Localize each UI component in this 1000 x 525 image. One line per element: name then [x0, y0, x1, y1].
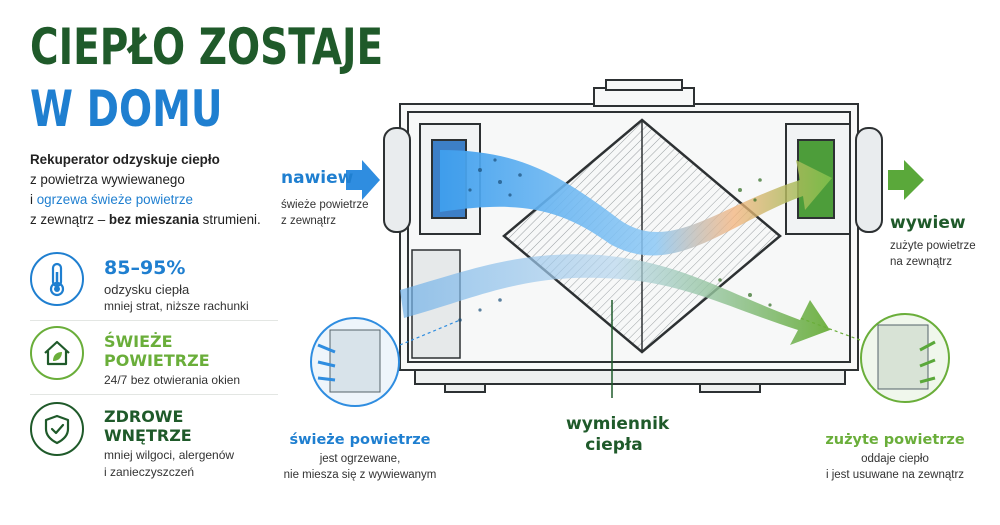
used-air-line-2: i jest usuwane na zewnątrz — [825, 469, 965, 481]
intro-line-4-prefix: z zewnątrz – — [30, 212, 109, 227]
feature-1-line-1: odzysku ciepła — [104, 282, 190, 297]
shield-check-icon — [30, 402, 84, 456]
feature-3-title-line-2: WNĘTRZE — [104, 426, 192, 445]
intro-line-4-suffix: strumieni. — [198, 212, 261, 227]
fresh-air-line-1: jest ogrzewane, — [319, 453, 401, 465]
intro-line-3-prefix: i — [30, 192, 37, 207]
used-air-stream — [400, 254, 830, 345]
fresh-filter-zoom — [310, 317, 400, 407]
intro-line-2: z powietrza wywiewanego — [30, 172, 185, 187]
wywiew-line-1: zużyte powietrze — [890, 240, 976, 252]
used-air-caption: zużyte powietrze oddaje ciepło i jest us… — [805, 432, 985, 483]
intro-line-4-bold: bez mieszania — [108, 212, 199, 227]
wywiew-line-2: na zewnątrz — [890, 256, 953, 268]
feature-2-line-1: 24/7 bez otwierania okien — [104, 373, 241, 387]
used-air-title: zużyte powietrze — [825, 432, 965, 448]
intro-line-3: i ogrzewa świeże powietrze — [30, 190, 280, 210]
feature-1-line-2: mniej strat, niższe rachunki — [104, 299, 249, 313]
fresh-air-stream — [440, 150, 832, 256]
title-line-2: W DOMU — [30, 80, 223, 138]
feature-3-title: ZDROWE WNĘTRZE — [104, 407, 192, 445]
thermometer-icon — [30, 252, 84, 306]
divider-2 — [30, 394, 278, 395]
nawiew-line-1: świeże powietrze — [281, 199, 369, 211]
wywiew-arrow — [888, 160, 924, 200]
exchanger-label: wymiennik ciepła — [566, 414, 670, 456]
wywiew-label: wywiew — [890, 213, 966, 233]
exchanger-label-line-2: ciepła — [585, 435, 643, 455]
fresh-leader-line — [399, 319, 461, 346]
feature-3-line-1: mniej wilgoci, alergenów — [104, 448, 235, 462]
fresh-air-particles — [458, 158, 522, 322]
fresh-air-line-2: nie miesza się z wywiewanym — [283, 469, 437, 481]
used-leader-line — [799, 317, 861, 341]
intro-line-1: Rekuperator odzyskuje ciepło — [30, 152, 220, 167]
fresh-air-caption: świeże powietrze jest ogrzewane, nie mie… — [270, 432, 450, 483]
feature-2-title-line-2: POWIETRZE — [104, 351, 210, 370]
used-air-particles — [718, 178, 772, 307]
nawiew-label: nawiew — [281, 168, 354, 188]
nawiew-arrow — [346, 160, 380, 200]
divider-1 — [30, 320, 278, 321]
used-air-line-1: oddaje ciepło — [861, 453, 929, 465]
feature-3-line-2: i zanieczyszczeń — [104, 465, 195, 479]
intro-line-4: z zewnątrz – bez mieszania strumieni. — [30, 210, 280, 230]
feature-2-title-line-1: ŚWIEŻE — [104, 332, 173, 351]
used-filter-zoom — [860, 313, 950, 403]
feature-2-title: ŚWIEŻE POWIETRZE — [104, 332, 210, 370]
feature-1-title: 85–95% — [104, 257, 186, 279]
feature-3-title-line-1: ZDROWE — [104, 407, 184, 426]
intro-text: Rekuperator odzyskuje ciepło z powietrza… — [30, 150, 280, 230]
house-leaf-icon — [30, 326, 84, 380]
exchanger-label-line-1: wymiennik — [566, 414, 670, 434]
nawiew-line-2: z zewnątrz — [281, 215, 336, 227]
intro-line-3-highlight: ogrzewa świeże powietrze — [36, 192, 193, 207]
fresh-air-title: świeże powietrze — [289, 432, 431, 448]
title-line-1: CIEPŁO ZOSTAJE — [30, 18, 384, 76]
